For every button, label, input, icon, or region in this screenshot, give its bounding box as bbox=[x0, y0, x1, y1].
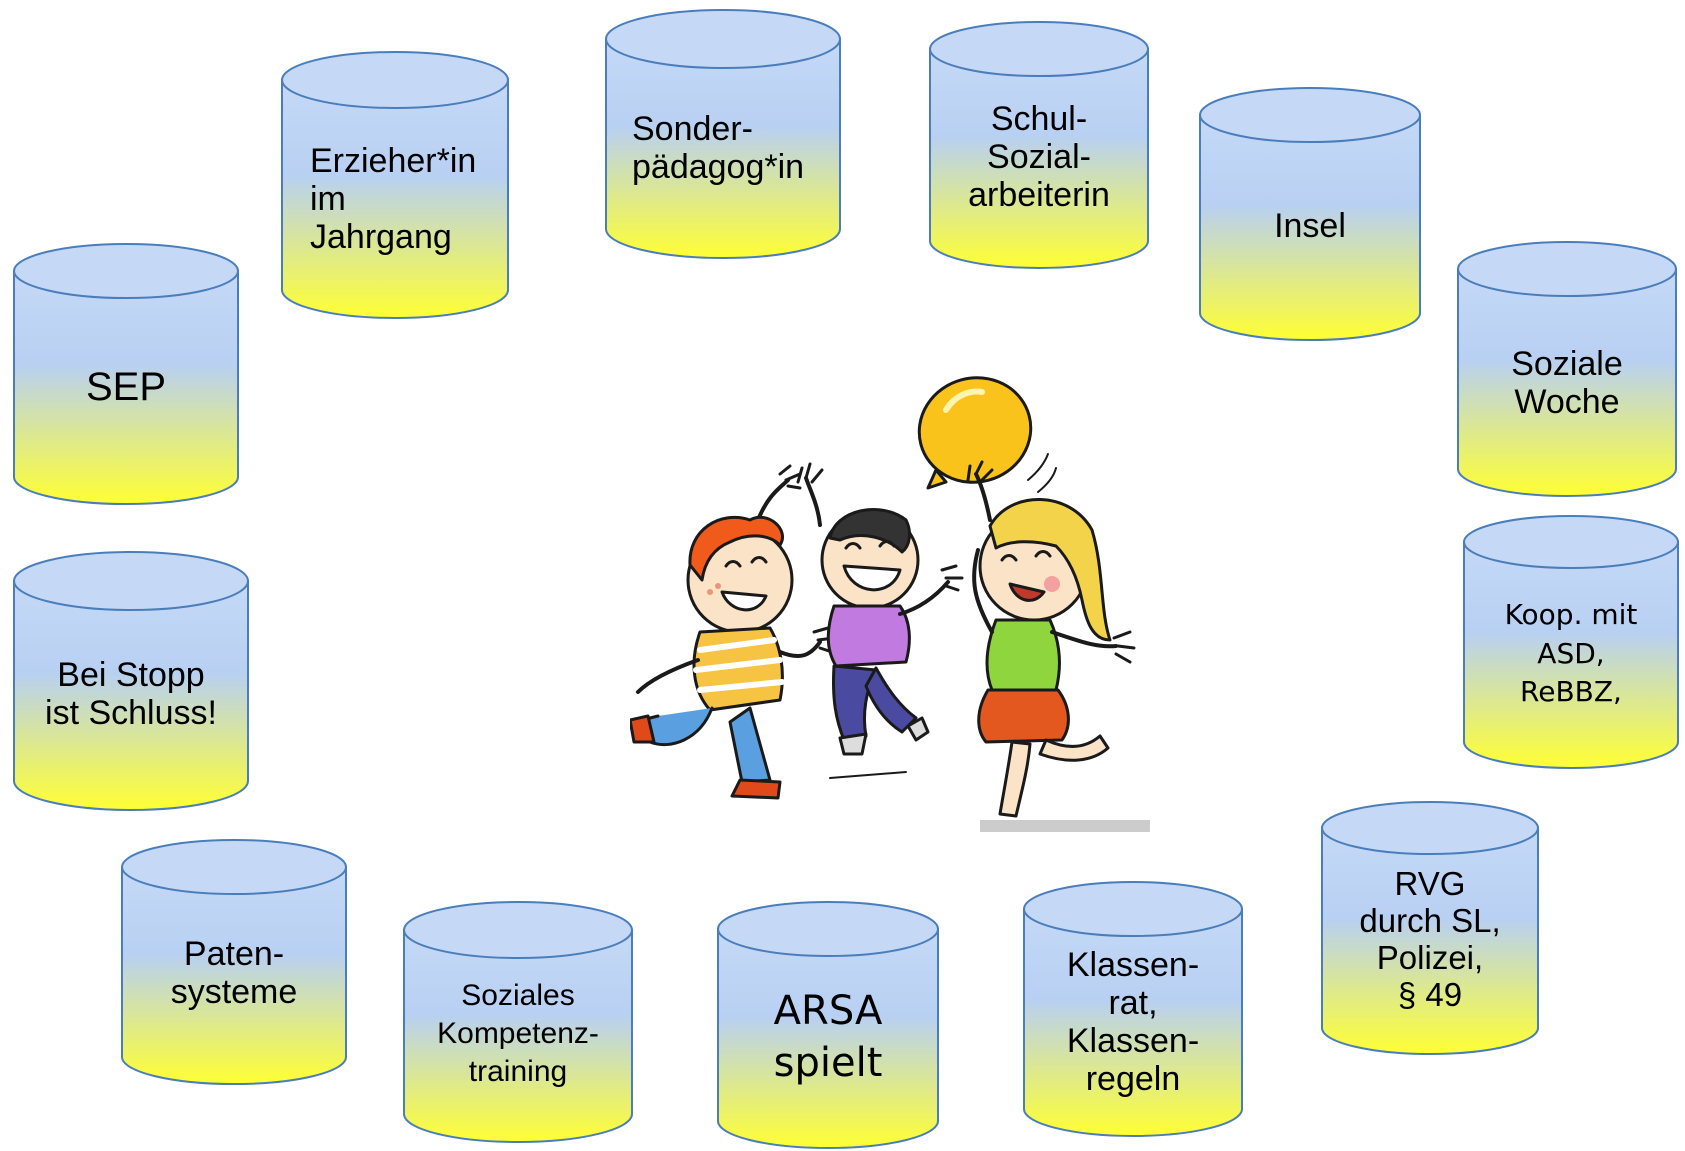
cylinder-label: Kompetenz- bbox=[437, 1017, 599, 1051]
balloon-icon bbox=[917, 376, 1057, 493]
cylinder-sep: SEP bbox=[12, 242, 240, 506]
cylinder-label: Schul- bbox=[990, 99, 1088, 138]
cylinder-label: training bbox=[468, 1054, 568, 1088]
cylinder-label: Bei Stopp bbox=[57, 655, 205, 694]
cylinder-label: Koop. mit bbox=[1504, 598, 1638, 632]
cylinder-shape bbox=[1023, 881, 1243, 1137]
cylinder-label: Insel bbox=[1274, 206, 1346, 245]
cylinder-soziale-woche: Soziale Woche bbox=[1456, 240, 1678, 498]
cylinder-shape bbox=[281, 51, 509, 319]
cylinder-label: Klassen- bbox=[1066, 1022, 1200, 1060]
cylinder-koop: Koop. mit ASD, ReBBZ, bbox=[1462, 514, 1680, 770]
cylinder-label: arbeiterin bbox=[968, 176, 1110, 215]
cylinder-label: Woche bbox=[1514, 383, 1620, 421]
cylinder-shape bbox=[13, 551, 249, 811]
cylinder-shape bbox=[1321, 801, 1539, 1055]
cylinder-shape bbox=[1457, 241, 1677, 497]
cylinder-label: im bbox=[310, 179, 346, 218]
girl-right-figure bbox=[966, 460, 1150, 832]
cylinder-label: Klassen- bbox=[1066, 945, 1200, 984]
cylinder-kompetenz: Soziales Kompetenz- training bbox=[402, 900, 634, 1144]
cylinder-label: ARSA bbox=[773, 988, 883, 1034]
cylinder-label: regeln bbox=[1085, 1060, 1181, 1099]
cylinder-label: Soziales bbox=[461, 979, 575, 1013]
cylinder-schul: Schul- Sozial- arbeiterin bbox=[928, 20, 1150, 270]
cylinder-label: spielt bbox=[773, 1040, 883, 1086]
cylinder-label: ist Schluss! bbox=[45, 694, 217, 732]
cylinder-label: ReBBZ, bbox=[1520, 675, 1622, 709]
cylinder-label: RVG bbox=[1394, 865, 1466, 903]
cylinder-rvg: RVG durch SL, Polizei, § 49 bbox=[1320, 800, 1540, 1056]
cylinder-arsa: ARSA spielt bbox=[716, 900, 940, 1150]
cylinder-label: Paten- bbox=[183, 934, 285, 973]
cylinder-label: Sonder- bbox=[632, 109, 753, 148]
cylinder-label: rat, bbox=[1108, 983, 1158, 1022]
cylinder-label: durch SL, bbox=[1359, 902, 1501, 940]
cylinder-paten: Paten- systeme bbox=[120, 838, 348, 1086]
boy-left-figure bbox=[630, 464, 836, 800]
cylinder-label: SEP bbox=[85, 364, 167, 409]
cylinder-shape bbox=[1463, 515, 1679, 769]
cylinder-label: Sozial- bbox=[987, 137, 1091, 176]
cylinder-label: § 49 bbox=[1397, 975, 1463, 1013]
cylinder-label: Erzieher*in bbox=[310, 141, 477, 180]
cylinder-stopp: Bei Stopp ist Schluss! bbox=[12, 550, 250, 812]
cylinder-shape bbox=[717, 901, 939, 1149]
cylinder-shape bbox=[929, 21, 1149, 269]
cylinder-shape bbox=[605, 9, 841, 259]
cylinder-shape bbox=[13, 243, 239, 505]
cylinder-label: ASD, bbox=[1537, 636, 1605, 670]
cylinder-insel: Insel bbox=[1198, 86, 1422, 342]
cylinder-shape bbox=[121, 839, 347, 1085]
cylinder-label: Soziale bbox=[1511, 344, 1623, 383]
cylinder-label: systeme bbox=[170, 973, 298, 1011]
cylinder-sonder: Sonder- pädagog*in bbox=[604, 8, 842, 260]
cylinder-erzieher: Erzieher*in im Jahrgang bbox=[280, 50, 510, 320]
cylinder-label: Polizei, bbox=[1376, 939, 1484, 976]
cylinder-shape bbox=[1199, 87, 1421, 341]
cylinder-klassenrat: Klassen- rat, Klassen- regeln bbox=[1022, 880, 1244, 1138]
children-illustration bbox=[630, 376, 1150, 832]
cylinder-label: Jahrgang bbox=[310, 218, 452, 257]
cylinder-shape bbox=[403, 901, 633, 1143]
boy-middle-figure bbox=[796, 462, 964, 779]
cylinder-label: pädagog*in bbox=[632, 148, 805, 186]
